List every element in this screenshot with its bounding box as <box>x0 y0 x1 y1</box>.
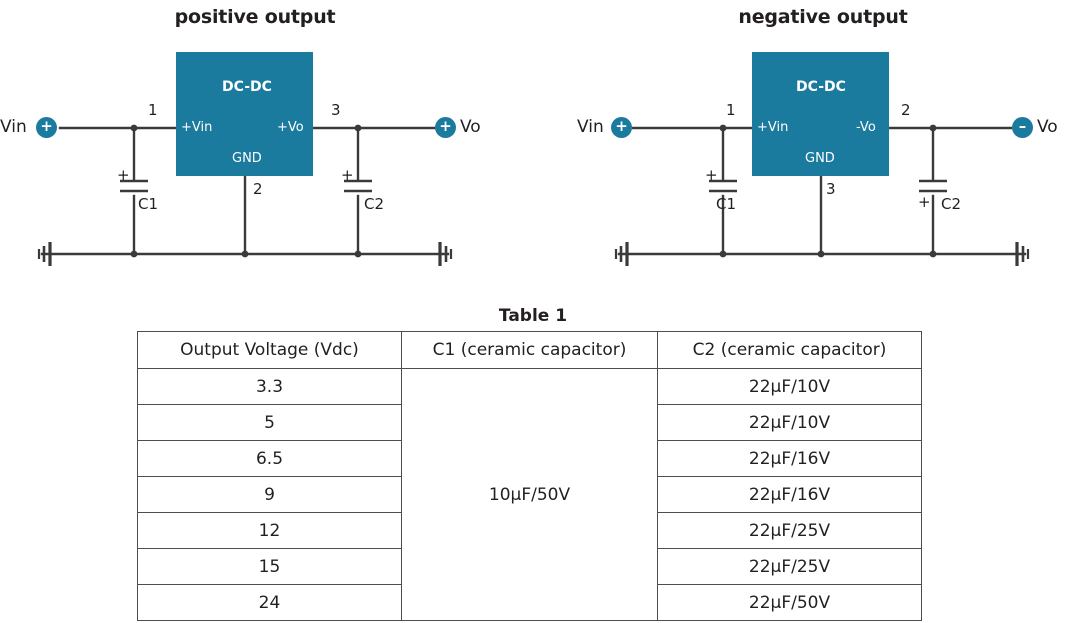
vo-polarity-symbol: + <box>439 117 452 135</box>
pin-number-1: 1 <box>148 101 158 119</box>
pin-gnd-label: GND <box>805 151 835 166</box>
cell-c2-value: 22µF/10V <box>657 368 922 405</box>
pin-number-2: 2 <box>901 101 911 119</box>
table-row: 15 22µF/25V <box>137 548 922 585</box>
cell-output-voltage: 3.3 <box>137 368 402 405</box>
c1-label: C1 <box>716 195 737 213</box>
ground-symbol-left <box>37 242 52 266</box>
table-row: 24 22µF/50V <box>137 584 922 621</box>
vin-label: Vin <box>0 117 27 137</box>
ground-symbol-right <box>1015 242 1030 266</box>
table-row: 3.3 10µF/50V 22µF/10V <box>137 368 922 621</box>
vin-terminal[interactable]: + <box>611 117 632 138</box>
vo-label: Vo <box>460 117 481 137</box>
ground-symbol-left <box>614 242 629 266</box>
vo-terminal[interactable]: + <box>435 117 456 138</box>
cell-output-voltage: 5 <box>137 404 402 441</box>
cell-c2-value: 22µF/50V <box>657 584 922 621</box>
cell-c1-value: 10µF/50V <box>401 368 658 621</box>
junction-dots <box>719 124 937 258</box>
vin-polarity-symbol: + <box>615 117 628 135</box>
header-output-voltage: Output Voltage (Vdc) <box>137 331 402 369</box>
vin-terminal[interactable]: + <box>36 117 57 138</box>
pin-number-3: 3 <box>826 180 836 198</box>
pin-vo-label: -Vo <box>856 120 876 135</box>
positive-circuit-title: positive output <box>174 6 336 28</box>
pin-gnd-label: GND <box>232 151 262 166</box>
cell-output-voltage: 12 <box>137 512 402 549</box>
dcdc-module-body <box>176 52 313 176</box>
cell-c2-value: 22µF/16V <box>657 440 922 477</box>
c1-polarity-symbol: + <box>117 166 130 184</box>
vin-label: Vin <box>577 117 604 137</box>
c2-polarity-symbol: + <box>918 193 931 211</box>
table-row: 12 22µF/25V <box>137 512 922 549</box>
cell-c2-value: 22µF/25V <box>657 512 922 549</box>
capacitor-c2-plates <box>344 179 372 193</box>
cell-output-voltage: 9 <box>137 476 402 513</box>
vin-polarity-symbol: + <box>40 117 53 135</box>
cell-c2-value: 22µF/25V <box>657 548 922 585</box>
pin-number-2: 2 <box>253 180 263 198</box>
cell-c2-value: 22µF/10V <box>657 404 922 441</box>
capacitor-c2-plates <box>919 179 947 193</box>
table-title: Table 1 <box>498 306 568 326</box>
dcdc-module-label: DC-DC <box>796 79 846 95</box>
pin-vo-label: +Vo <box>277 120 304 135</box>
dcdc-module-body <box>752 52 889 176</box>
dcdc-module-label: DC-DC <box>222 79 272 95</box>
vo-label: Vo <box>1037 117 1058 137</box>
vo-terminal[interactable]: – <box>1012 117 1033 138</box>
capacitor-c1-plates <box>709 179 737 193</box>
c2-label: C2 <box>941 195 962 213</box>
pin-vin-label: +Vin <box>181 120 213 135</box>
table-row: 5 22µF/10V <box>137 404 922 441</box>
table-row: 9 22µF/16V <box>137 476 922 513</box>
table-header-row: Output Voltage (Vdc) C1 (ceramic capacit… <box>137 331 922 369</box>
pin-number-3: 3 <box>331 101 341 119</box>
c1-polarity-symbol: + <box>705 166 718 184</box>
ground-symbol-right <box>438 242 453 266</box>
cell-output-voltage: 6.5 <box>137 440 402 477</box>
pin-number-1: 1 <box>726 101 736 119</box>
negative-circuit-drawing <box>614 52 1030 266</box>
c1-label: C1 <box>138 195 159 213</box>
junction-dots <box>130 124 362 258</box>
cell-output-voltage: 15 <box>137 548 402 585</box>
header-c1: C1 (ceramic capacitor) <box>401 331 658 369</box>
header-c2: C2 (ceramic capacitor) <box>657 331 922 369</box>
pin-vin-label: +Vin <box>757 120 789 135</box>
c2-label: C2 <box>364 195 385 213</box>
capacitor-c1-plates <box>120 179 148 193</box>
specification-table: Output Voltage (Vdc) C1 (ceramic capacit… <box>137 331 922 621</box>
vo-polarity-symbol: – <box>1018 117 1027 135</box>
cell-output-voltage: 24 <box>137 584 402 621</box>
positive-circuit-drawing <box>37 52 453 266</box>
c2-polarity-symbol: + <box>341 166 354 184</box>
cell-c2-value: 22µF/16V <box>657 476 922 513</box>
negative-circuit-title: negative output <box>738 6 908 28</box>
table-row: 6.5 22µF/16V <box>137 440 922 477</box>
